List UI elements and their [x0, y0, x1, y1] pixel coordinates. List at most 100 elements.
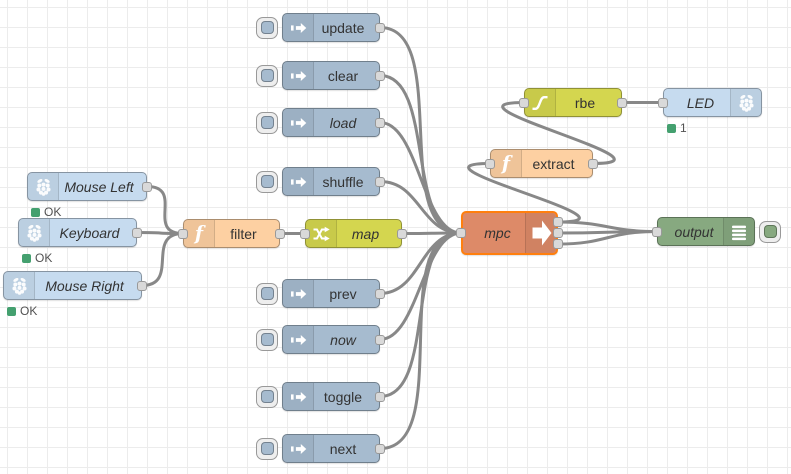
node-label-output: output [674, 223, 714, 240]
wire-extract-to-rbe[interactable] [501, 101, 616, 165]
output-port-next-0[interactable] [375, 443, 385, 454]
output-port-keyboard-0[interactable] [132, 227, 142, 238]
action-button-output[interactable] [759, 220, 781, 243]
node-shuffle[interactable]: shuffle [282, 167, 380, 196]
output-port-update-0[interactable] [375, 22, 385, 33]
output-port-extract-0[interactable] [588, 158, 598, 169]
wire-mouse-left-to-filter[interactable] [146, 185, 184, 235]
inject-button-load[interactable] [256, 111, 278, 134]
button-inner-now [260, 333, 274, 346]
inject-button-now[interactable] [256, 328, 278, 351]
input-port-extract[interactable] [485, 158, 495, 169]
inject-arrow-icon [283, 383, 314, 410]
button-inner-output [763, 225, 777, 238]
inject-arrow-icon [283, 435, 314, 462]
wire-load-to-mpc[interactable] [379, 121, 462, 235]
node-filter[interactable]: f filter [183, 219, 280, 248]
node-update[interactable]: update [282, 13, 380, 42]
wire-keyboard-to-filter[interactable] [136, 231, 184, 235]
node-mouse-right[interactable]: Mouse Right [3, 271, 142, 300]
node-keyboard[interactable]: Keyboard [18, 218, 137, 247]
svg-text:f: f [500, 154, 513, 174]
debug-list-icon [723, 218, 754, 245]
inject-arrow-icon [283, 326, 314, 353]
output-port-mpc-0[interactable] [553, 217, 563, 227]
output-port-filter-0[interactable] [275, 228, 285, 239]
output-port-mouse-left-0[interactable] [142, 181, 152, 192]
node-led[interactable]: LED [663, 88, 762, 117]
node-output[interactable]: output [657, 217, 755, 246]
input-port-map[interactable] [300, 228, 310, 239]
output-port-clear-0[interactable] [375, 70, 385, 81]
node-toggle[interactable]: toggle [282, 382, 380, 411]
node-label-mouse-right: Mouse Right [45, 277, 124, 294]
node-mouse-left[interactable]: Mouse Left [27, 172, 147, 201]
node-map[interactable]: map [305, 219, 402, 248]
input-port-led[interactable] [658, 97, 668, 108]
node-label-extract: extract [532, 155, 575, 172]
node-label-mouse-left: Mouse Left [64, 178, 134, 195]
shuffle-arrows-icon [306, 220, 337, 247]
node-label-mpc: mpc [484, 225, 511, 241]
inject-arrow-icon [283, 168, 314, 195]
wire-map-to-mpc[interactable] [401, 231, 462, 235]
input-port-filter[interactable] [178, 228, 188, 239]
node-label-now: now [330, 331, 356, 348]
inject-button-update[interactable] [256, 16, 278, 39]
wire-mpc-to-extract[interactable] [467, 162, 581, 224]
node-prev[interactable]: prev [282, 279, 380, 308]
output-port-toggle-0[interactable] [375, 391, 385, 402]
function-f-icon: f [184, 220, 215, 247]
inject-arrow-icon [283, 280, 314, 307]
output-port-mpc-2[interactable] [553, 239, 563, 249]
node-next[interactable]: next [282, 434, 380, 463]
node-label-prev: prev [329, 285, 357, 302]
node-label-toggle: toggle [323, 388, 363, 405]
inject-button-next[interactable] [256, 437, 278, 460]
output-port-now-0[interactable] [375, 334, 385, 345]
output-port-map-0[interactable] [397, 228, 407, 239]
output-port-prev-0[interactable] [375, 288, 385, 299]
inject-button-prev[interactable] [256, 282, 278, 305]
wire-mouse-right-to-filter[interactable] [141, 232, 184, 287]
input-port-output[interactable] [652, 226, 662, 237]
input-port-mpc[interactable] [456, 228, 466, 238]
step-filter-icon [525, 89, 556, 116]
node-load[interactable]: load [282, 108, 380, 137]
node-clear[interactable]: clear [282, 61, 380, 90]
inject-button-toggle[interactable] [256, 385, 278, 408]
output-port-rbe-0[interactable] [617, 97, 627, 108]
raspberry-pi-icon [28, 173, 59, 200]
inject-button-shuffle[interactable] [256, 170, 278, 193]
inject-arrow-icon [283, 14, 314, 41]
inject-arrow-icon [283, 62, 314, 89]
node-label-led: LED [686, 94, 715, 111]
node-mpc[interactable]: mpc [461, 211, 558, 255]
node-label-clear: clear [327, 67, 359, 84]
output-port-mpc-1[interactable] [553, 228, 563, 238]
big-arrow-icon [525, 213, 556, 253]
node-label-map: map [351, 225, 380, 242]
output-port-shuffle-0[interactable] [375, 176, 385, 187]
node-label-update: update [321, 19, 365, 36]
inject-arrow-icon [283, 109, 314, 136]
wire-next-to-mpc[interactable] [379, 231, 462, 450]
inject-button-clear[interactable] [256, 64, 278, 87]
node-label-filter: filter [230, 225, 257, 242]
svg-text:f: f [193, 224, 206, 244]
button-inner-next [260, 442, 274, 455]
button-inner-clear [260, 69, 274, 82]
output-port-load-0[interactable] [375, 117, 385, 128]
function-f-icon: f [491, 150, 522, 177]
node-now[interactable]: now [282, 325, 380, 354]
node-extract[interactable]: f extract [490, 149, 593, 178]
output-port-mouse-right-0[interactable] [137, 280, 147, 291]
node-rbe[interactable]: rbe [524, 88, 622, 117]
wire-shuffle-to-mpc[interactable] [379, 180, 462, 235]
wire-mpc-to-output[interactable] [557, 230, 658, 246]
input-port-rbe[interactable] [519, 97, 529, 108]
node-label-shuffle: shuffle [322, 173, 364, 190]
wire-update-to-mpc[interactable] [379, 26, 462, 235]
button-inner-toggle [260, 390, 274, 403]
